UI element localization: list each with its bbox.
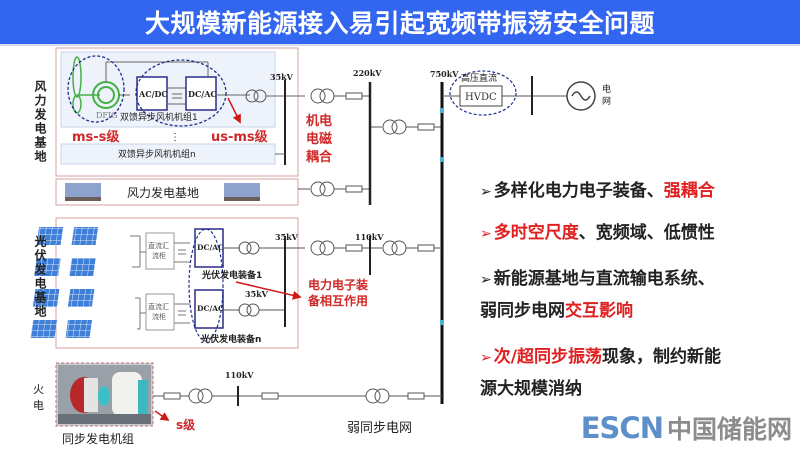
bullet-4-text: 现象，制约新能 bbox=[601, 347, 721, 367]
combiner-2-label-line2: 流柜 bbox=[152, 312, 166, 321]
combiner-1-label-line2: 流柜 bbox=[152, 251, 166, 260]
hvdc-ellipse bbox=[449, 70, 517, 116]
us-ms-ellipse bbox=[135, 59, 227, 127]
grid-label-2: 网 bbox=[602, 96, 611, 107]
dcac-converter-box bbox=[185, 76, 217, 111]
dc-combiner-box-1 bbox=[145, 232, 175, 270]
acdc-converter-box bbox=[136, 76, 168, 111]
ms-s-ellipse bbox=[67, 55, 125, 123]
power-system-diagram: DFIG AC/DC DC/AC 35kV 双馈异步风机机组1 双馈异步风机机组… bbox=[30, 47, 611, 446]
bullet-item-3-cont: 弱同步电网交互影响 bbox=[480, 296, 633, 321]
voltage-220kv: 220kV bbox=[353, 68, 382, 78]
us-ms-arrow bbox=[227, 97, 241, 124]
voltage-35kv-pv-1: 35kV bbox=[275, 232, 299, 242]
pv-inverter-1-label: DC/AC bbox=[197, 243, 224, 252]
wind-farm-photo-right bbox=[224, 183, 260, 201]
bullet-item-1: ➢多样化电力电子装备、强耦合 bbox=[480, 176, 715, 201]
dfig-generator-icon bbox=[92, 61, 209, 109]
hvdc-top-label: 高压直流 bbox=[461, 72, 497, 84]
bullet-arrow-icon: ➢ bbox=[480, 184, 492, 200]
s-level-label: s级 bbox=[176, 417, 195, 432]
bullet-2-highlight: 多时空尺度 bbox=[493, 223, 579, 243]
bullet-arrow-icon: ➢ bbox=[480, 226, 492, 242]
bullet-1-highlight: 强耦合 bbox=[663, 181, 715, 201]
voltage-35kv-pv-2: 35kV bbox=[245, 289, 269, 299]
bullet-3-cont-text: 弱同步电网 bbox=[480, 301, 565, 321]
bullet-3-text: 新能源基地与直流输电系统、 bbox=[493, 269, 715, 289]
s-level-arrow bbox=[154, 410, 170, 422]
coupling-label-2: 电磁 bbox=[306, 131, 332, 147]
wind-base-label: 风力发电基地 bbox=[127, 185, 199, 200]
wind-side-label: 风力发电基地 bbox=[33, 80, 47, 164]
escn-watermark: ESCN 中国储能网 bbox=[581, 410, 792, 446]
bullet-item-2: ➢多时空尺度、宽频域、低惯性 bbox=[480, 218, 715, 243]
hvdc-label: HVDC bbox=[465, 92, 497, 103]
interaction-label-2: 备相互作用 bbox=[307, 293, 368, 308]
bullet-arrow-icon: ➢ bbox=[480, 272, 492, 288]
bullet-4-highlight: 次/超同步振荡 bbox=[493, 347, 602, 367]
wind-unit1-label: 双馈异步风机机组1 bbox=[120, 111, 198, 123]
bullet-3-highlight: 交互影响 bbox=[565, 301, 633, 321]
voltage-750kv: 750kV bbox=[430, 69, 459, 79]
pv-outer-frame bbox=[55, 217, 299, 349]
coupling-label-3: 耦合 bbox=[306, 149, 333, 165]
watermark-latin: ESCN bbox=[580, 411, 664, 445]
dfig-label: DFIG bbox=[96, 111, 118, 120]
watermark-chinese: 中国储能网 bbox=[666, 415, 792, 444]
bullet-item-4-cont: 源大规模消纳 bbox=[480, 374, 582, 399]
dcac-label: DC/AC bbox=[188, 89, 217, 99]
generator-label: 同步发电机组 bbox=[62, 431, 134, 446]
weak-grid-label: 弱同步电网 bbox=[347, 421, 412, 436]
transmission-lines bbox=[298, 88, 442, 197]
bullet-arrow-icon: ➢ bbox=[480, 350, 492, 366]
wind-unitn-label: 双馈异步风机机组n bbox=[118, 148, 196, 160]
us-ms-label: us-ms级 bbox=[211, 129, 269, 145]
synchronous-generator-photo bbox=[58, 365, 151, 424]
pv-inverter-ellipse bbox=[188, 228, 224, 342]
pv-side-label: 光伏发电基地 bbox=[33, 234, 47, 319]
voltage-35kv-wind: 35kV bbox=[270, 72, 294, 82]
thermal-side-label-2: 电 bbox=[33, 399, 44, 412]
interaction-arrow bbox=[235, 281, 302, 300]
bullet-item-4: ➢次/超同步振荡现象，制约新能 bbox=[480, 342, 721, 367]
pv-section: 直流汇 流柜 直流汇 流柜 DC/AC DC/AC 35kV 35kV 光伏发电… bbox=[30, 217, 368, 349]
pv-unit1-label: 光伏发电装备1 bbox=[201, 269, 262, 281]
bullet-item-3: ➢新能源基地与直流输电系统、 bbox=[480, 264, 715, 289]
page-title: 大规模新能源接入易引起宽频带振荡安全问题 bbox=[0, 0, 800, 46]
acdc-label: AC/DC bbox=[138, 89, 168, 99]
bullet-2-text: 、宽频域、低惯性 bbox=[578, 223, 715, 243]
grid-label-1: 电 bbox=[602, 83, 611, 95]
bullet-4-cont-text: 源大规模消纳 bbox=[480, 379, 582, 399]
thermal-side-label-1: 火 bbox=[33, 383, 44, 396]
combiner-1-label-line1: 直流汇 bbox=[148, 241, 169, 250]
ellipsis-vertical: ⋮ bbox=[170, 132, 180, 143]
ms-s-label: ms-s级 bbox=[72, 129, 120, 145]
interaction-label-1: 电力电子装 bbox=[308, 277, 368, 292]
wind-section: DFIG AC/DC DC/AC 35kV 双馈异步风机机组1 双馈异步风机机组… bbox=[33, 47, 333, 206]
thermal-section: 火 电 同步发电机组 s级 bbox=[33, 362, 195, 446]
pv-inverter-2-label: DC/AC bbox=[197, 304, 224, 313]
wind-turbine-icon bbox=[72, 56, 100, 114]
pv-inverter-1 bbox=[194, 228, 224, 268]
combiner-2-label-line1: 直流汇 bbox=[148, 302, 169, 311]
voltage-110kv-pv: 110kV bbox=[355, 232, 384, 242]
dc-combiner-box-2 bbox=[145, 293, 175, 331]
pv-panels bbox=[30, 227, 99, 338]
voltage-110kv-thermal: 110kV bbox=[225, 370, 254, 380]
wind-farm-photo-left bbox=[65, 183, 101, 201]
pv-unitn-label: 光伏发电装备n bbox=[200, 333, 261, 345]
coupling-label-1: 机电 bbox=[306, 113, 332, 129]
bullet-1-text: 多样化电力电子装备、 bbox=[493, 181, 664, 201]
